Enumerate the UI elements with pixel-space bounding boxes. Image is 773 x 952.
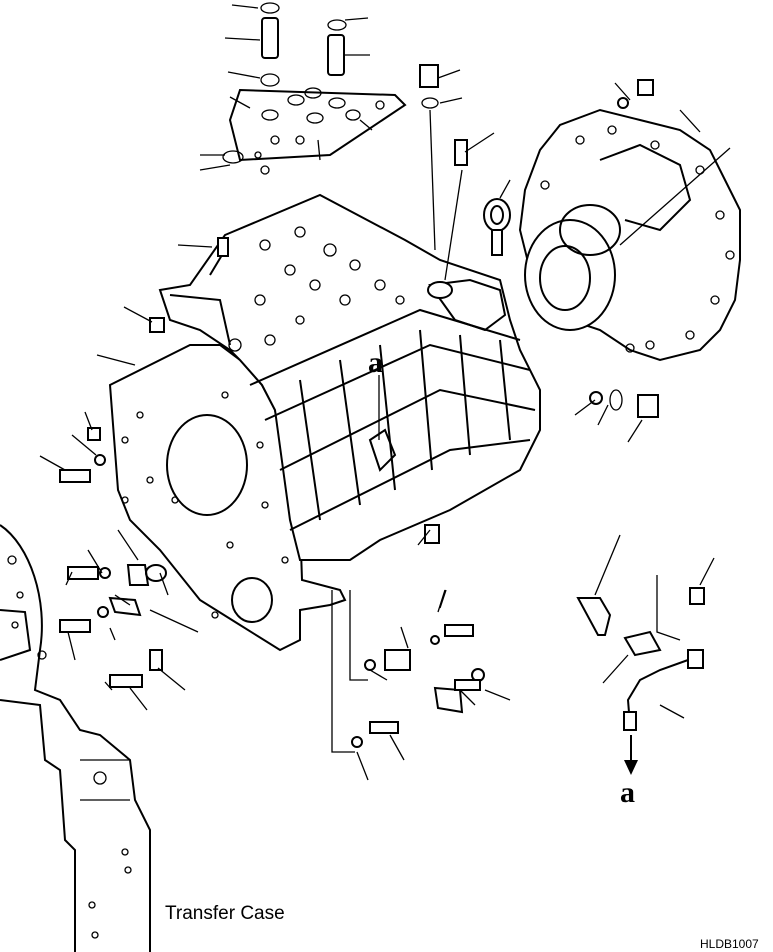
reference-label-a-bottom: a: [620, 776, 635, 809]
leader-lines: [39, 69, 731, 781]
clamps-and-bolts: [331, 590, 485, 753]
speed-sensor-harness: [576, 534, 705, 775]
left-mounting-bolts: [59, 317, 167, 688]
figure-caption: Transfer Case: [165, 903, 285, 924]
transfer-case-housing: [108, 193, 541, 652]
control-valve-plate: [199, 2, 407, 175]
reference-label-a-top: a: [368, 346, 383, 379]
converter-housing: [518, 108, 741, 362]
drawing-code: HLDB1007: [700, 937, 759, 951]
plugs-and-fittings: [217, 64, 659, 544]
lifting-eye-bolt: [483, 198, 511, 256]
engine-block-outline: [0, 524, 151, 952]
